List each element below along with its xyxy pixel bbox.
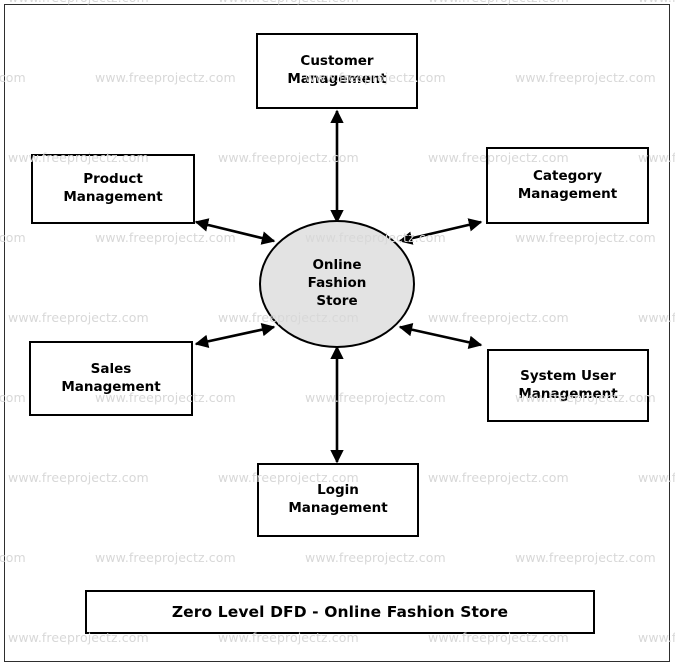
entity-system-user-management-label: System User Management bbox=[518, 367, 618, 402]
entity-sales-management[interactable]: Sales Management bbox=[29, 341, 193, 416]
flow-arrow-sales bbox=[194, 322, 276, 349]
entity-login-management[interactable]: Login Management bbox=[257, 463, 419, 537]
entity-product-management-label: Product Management bbox=[63, 171, 163, 205]
flow-arrow-product bbox=[194, 218, 276, 245]
process-online-fashion-store[interactable]: Online Fashion Store bbox=[259, 220, 415, 348]
entity-sales-management-label: Sales Management bbox=[61, 360, 161, 395]
diagram-title: Zero Level DFD - Online Fashion Store bbox=[171, 603, 509, 621]
flow-arrow-system-user bbox=[398, 323, 483, 349]
process-label: Online Fashion Store bbox=[307, 257, 367, 309]
entity-category-management-label: Category Management bbox=[517, 167, 618, 202]
entity-system-user-management[interactable]: System User Management bbox=[487, 349, 649, 422]
entity-category-management[interactable]: Category Management bbox=[486, 147, 649, 224]
entity-customer-management[interactable]: Customer Management bbox=[256, 33, 418, 109]
entity-login-management-label: Login Management bbox=[288, 482, 388, 516]
flow-arrow-category bbox=[398, 218, 483, 245]
diagram-caption-box: Zero Level DFD - Online Fashion Store bbox=[85, 590, 595, 634]
entity-product-management[interactable]: Product Management bbox=[31, 154, 195, 224]
entity-customer-management-label: Customer Management bbox=[287, 53, 387, 87]
